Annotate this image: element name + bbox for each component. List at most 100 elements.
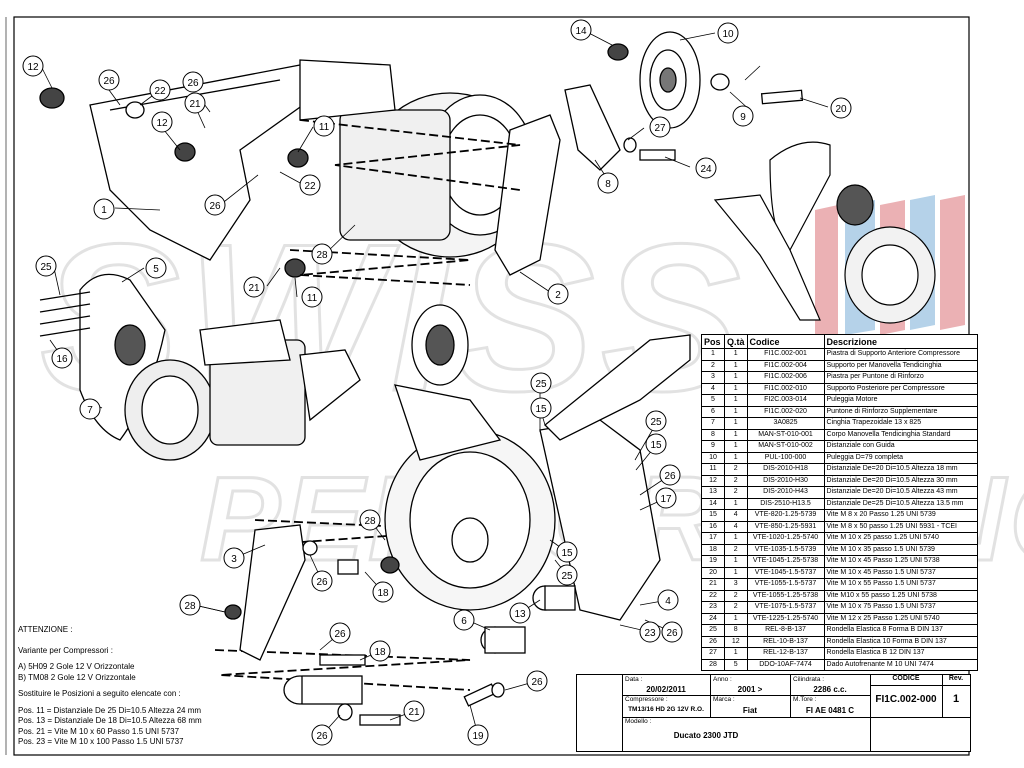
cell-qty: 1 <box>724 417 748 430</box>
cell-code: VTE-1045-1.25-5738 <box>746 555 825 568</box>
cell-qty: 1 <box>724 566 748 579</box>
cell-pos: 1 <box>701 348 725 361</box>
cell-description: Vite M 10 x 75 Passo 1.5 UNI 5737 <box>823 601 978 614</box>
cell-pos: 9 <box>701 440 725 453</box>
cell-pos: 15 <box>701 509 725 522</box>
cell-code: PUL-100-000 <box>746 451 825 464</box>
cell-pos: 25 <box>701 624 725 637</box>
cell-description: Distanziale De=20 Di=10.5 Altezza 30 mm <box>823 474 978 487</box>
cell-qty: 1 <box>724 451 748 464</box>
notes-line: A) 5H09 2 Gole 12 V Orizzontale <box>18 662 135 671</box>
callout: 11 <box>307 293 318 304</box>
cell-description: Vite M 10 x 55 Passo 1.5 UNI 5737 <box>823 578 978 591</box>
cell-qty: 4 <box>724 520 748 533</box>
cell-pos: 11 <box>701 463 725 476</box>
cell-code: DIS-2010-H43 <box>746 486 825 499</box>
anno-value: 2001 > <box>737 685 763 694</box>
cilindrata-value: 2286 c.c. <box>813 685 847 694</box>
callout: 27 <box>654 123 666 134</box>
cell-pos: 2 <box>701 359 725 372</box>
cell-pos: 3 <box>701 371 725 384</box>
callout: 25 <box>535 379 547 390</box>
cell-pos: 24 <box>701 612 725 625</box>
notes-line: Pos. 13 = Distanziale De 18 Di=10.5 Alte… <box>18 716 202 725</box>
cell-description: Rondella Elastica 8 Forma B DIN 137 <box>823 624 978 637</box>
cell-qty: 4 <box>724 509 748 522</box>
cell-code: DIS-2010-H18 <box>746 463 825 476</box>
variant-notes: ATTENZIONE : Variante per Compressori : … <box>18 625 202 748</box>
cell-code: FI1C.002-010 <box>746 382 825 395</box>
callout: 28 <box>184 601 196 612</box>
cell-qty: 2 <box>724 463 748 476</box>
cell-pos: 19 <box>701 555 725 568</box>
callout: 4 <box>665 596 671 607</box>
cell-description: Vite M 10 x 25 passo 1.25 UNI 5740 <box>823 532 978 545</box>
col-header-qty: Q.tà <box>724 334 748 349</box>
cell-qty: 2 <box>724 589 748 602</box>
anno-label: Anno : <box>713 676 732 683</box>
cell-description: Piastra di Supporto Anteriore Compressor… <box>823 348 978 361</box>
cell-code: FI2C.003-014 <box>746 394 825 407</box>
callout: 10 <box>722 29 734 40</box>
cell-qty: 1 <box>724 394 748 407</box>
cell-code: VTE-820-1.25-5739 <box>746 509 825 522</box>
callout: 26 <box>209 201 221 212</box>
cell-description: Supporto per Manovella Tendicinghia <box>823 359 978 372</box>
cell-pos: 27 <box>701 647 725 660</box>
callout: 8 <box>605 179 611 190</box>
cell-code: MAN-ST-010-001 <box>746 428 825 441</box>
notes-title: ATTENZIONE : <box>18 625 73 634</box>
callout: 26 <box>103 76 115 87</box>
cell-code: VTE-1055-1.25-5738 <box>746 589 825 602</box>
cell-pos: 20 <box>701 566 725 579</box>
callout: 12 <box>27 62 39 73</box>
cell-code: VTE-1075-1.5-5737 <box>746 601 825 614</box>
cell-code: FI1C.002-001 <box>746 348 825 361</box>
marca-value: Fiat <box>742 706 758 715</box>
cell-description: Vite M 10 x 45 Passo 1.5 UNI 5737 <box>823 566 978 579</box>
callout: 22 <box>304 181 316 192</box>
callout: 3 <box>231 554 237 565</box>
cell-code: VTE-1035-1.5-5739 <box>746 543 825 556</box>
modello-value: Ducato 2300 JTD <box>673 731 739 740</box>
callout: 16 <box>56 354 68 365</box>
left-assembly <box>39 273 361 461</box>
col-header-description: Descrizione <box>823 334 978 349</box>
revision-number: 1 <box>952 693 960 705</box>
callout: 7 <box>87 405 93 416</box>
cell-description: Puntone di Rinforzo Supplementare <box>823 405 978 418</box>
notes-line: B) TM08 2 Gole 12 V Orizzontale <box>18 672 136 682</box>
callout: 26 <box>316 577 328 588</box>
cell-description: Rondella Elastica B 12 DIN 137 <box>823 647 978 660</box>
data-value: 20/02/2011 <box>646 685 686 694</box>
cell-qty: 1 <box>724 555 748 568</box>
cell-description: Vite M 12 x 25 Passo 1.25 UNI 5740 <box>823 612 978 625</box>
cell-qty: 1 <box>724 532 748 545</box>
cell-pos: 17 <box>701 532 725 545</box>
cell-pos: 13 <box>701 486 725 499</box>
callout: 20 <box>835 104 847 115</box>
callout: 18 <box>374 647 386 658</box>
cell-code: REL-10-B-137 <box>746 635 825 648</box>
callout: 26 <box>334 629 346 640</box>
right-mini-assembly <box>713 141 936 324</box>
cell-qty: 5 <box>724 658 748 671</box>
callout: 15 <box>535 404 547 415</box>
motore-value: FI AE 0481 C <box>805 706 855 715</box>
